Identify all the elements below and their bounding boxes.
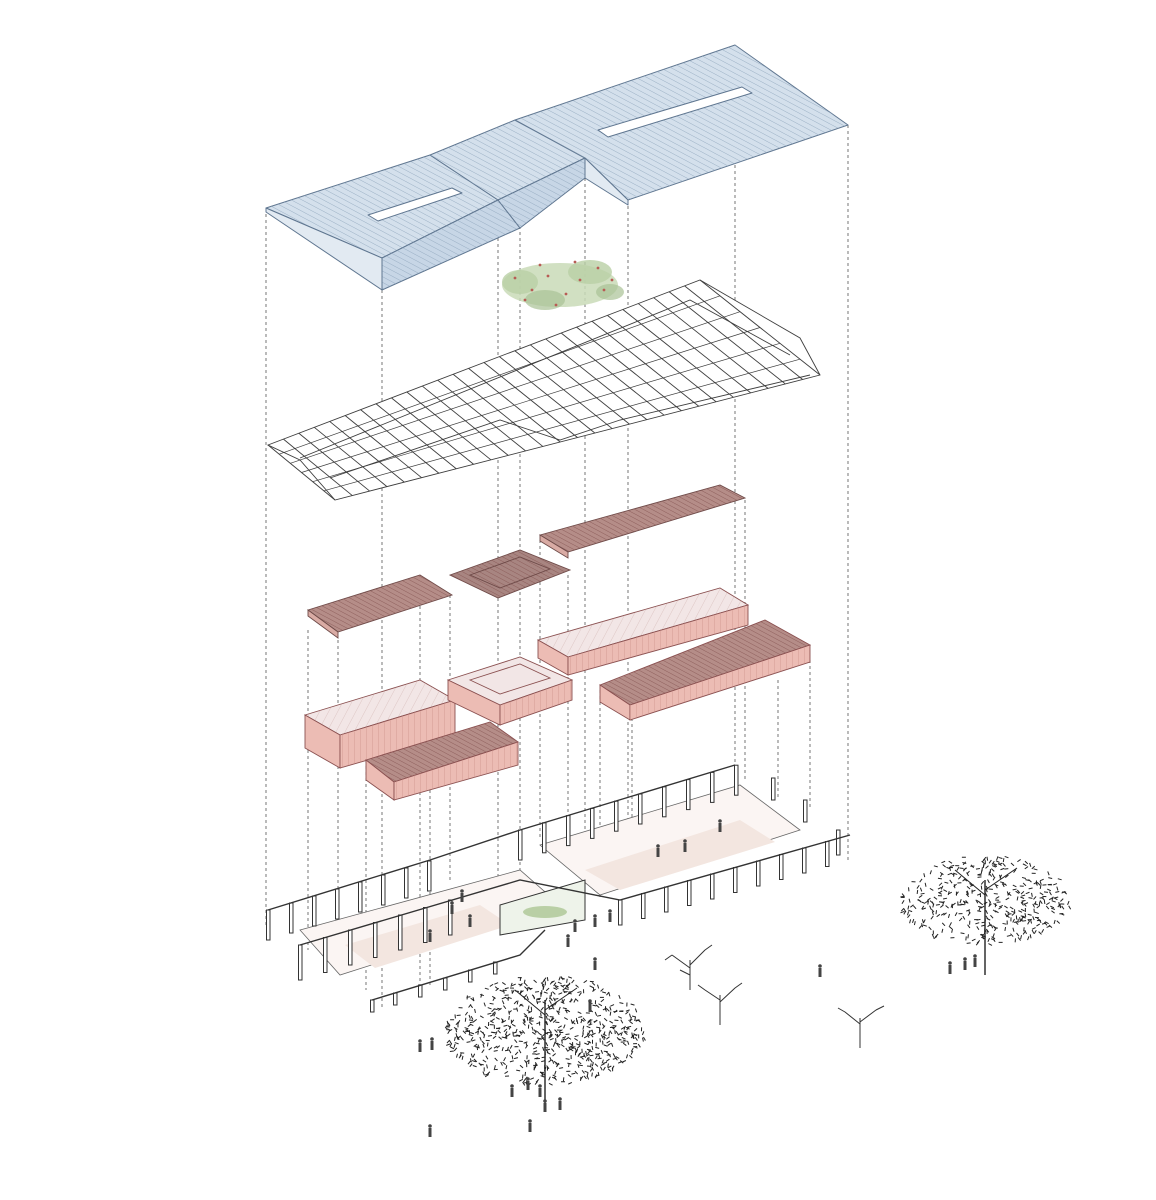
perimeter-beam-bottom (371, 929, 546, 1001)
ground-floor (266, 764, 851, 1013)
courtyard-plants (523, 906, 567, 918)
roof-left-back-pattern (382, 200, 520, 290)
block-c (536, 587, 750, 676)
inserted-blocks (303, 587, 812, 801)
frame-grid-lines (267, 279, 821, 501)
frame-outline (266, 279, 821, 501)
frame-ridge (299, 299, 791, 459)
roof-center-valley-pattern (498, 158, 585, 228)
people-figures (418, 819, 977, 1137)
inserted-block-roofs (307, 484, 747, 639)
skylight-right (597, 86, 753, 138)
roof-right-slope-pattern (515, 45, 848, 200)
roof-center-slope-pattern (430, 120, 585, 200)
perimeter-columns (266, 764, 841, 1013)
block-d (599, 619, 812, 721)
roof-structure-frame (266, 279, 821, 501)
block-a (303, 679, 457, 769)
roof-left-slope-pattern (266, 155, 498, 258)
large-tree-front (444, 976, 646, 1110)
roof-right-front (584, 157, 629, 206)
bare-trees (664, 944, 885, 1048)
block-e (365, 721, 519, 801)
block-b (446, 656, 574, 726)
large-tree-right (900, 855, 1072, 975)
landscape (418, 819, 1072, 1137)
perimeter-beam-front (299, 834, 851, 946)
perimeter-beam-back (267, 764, 736, 911)
courtyard-vegetation (502, 260, 624, 310)
roof-sheeting-layer (265, 44, 849, 291)
floor-path-right (585, 820, 775, 890)
skylight-left (367, 187, 463, 222)
roof-left-front (265, 207, 383, 291)
